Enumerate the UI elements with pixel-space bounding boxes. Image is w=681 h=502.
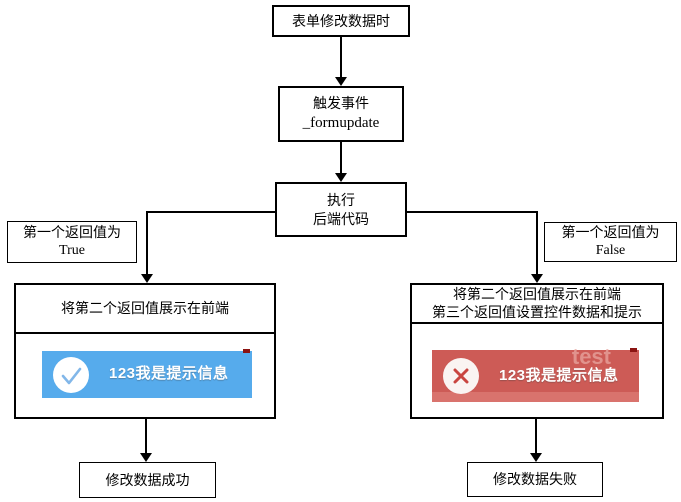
edge-execute-right-horizontal xyxy=(407,211,537,213)
condition-true-label: 第一个返回值为 True xyxy=(7,221,137,263)
condition-false-line1: 第一个返回值为 xyxy=(561,224,660,241)
branch-false-header: 将第二个返回值展示在前端 第三个返回值设置控件数据和提示 xyxy=(412,285,662,324)
success-node-label: 修改数据成功 xyxy=(105,471,190,488)
arrowhead-fail xyxy=(530,453,542,462)
edge-start-trigger xyxy=(340,37,342,78)
condition-true-line1: 第一个返回值为 xyxy=(23,224,121,241)
edge-execute-right-vertical xyxy=(536,211,538,275)
arrowhead-trigger xyxy=(335,77,347,86)
fail-node: 修改数据失败 xyxy=(467,462,603,497)
start-node: 表单修改数据时 xyxy=(272,5,410,37)
condition-false-line2: False xyxy=(595,243,626,258)
execute-node-line2: 后端代码 xyxy=(313,210,369,227)
error-toast-message: 123我是提示信息 xyxy=(499,366,619,384)
branch-true-body: 123我是提示信息 xyxy=(16,334,274,417)
fail-node-label: 修改数据失败 xyxy=(493,471,577,488)
edge-trigger-execute xyxy=(340,142,342,174)
branch-false-node: 将第二个返回值展示在前端 第三个返回值设置控件数据和提示 test 123我是提… xyxy=(410,283,664,419)
check-circle-icon xyxy=(53,356,89,393)
edge-branch-true-success xyxy=(145,419,147,454)
execute-node-line1: 执行 xyxy=(327,191,355,208)
toast-corner-mark xyxy=(630,348,637,352)
success-toast: 123我是提示信息 xyxy=(42,349,252,398)
arrowhead-branch-false xyxy=(531,274,543,283)
arrowhead-execute xyxy=(335,173,347,182)
branch-true-header: 将第二个返回值展示在前端 xyxy=(16,285,274,334)
error-toast: test 123我是提示信息 xyxy=(432,346,639,402)
trigger-node: 触发事件 _formupdate xyxy=(278,86,404,142)
watermark-text: test xyxy=(571,344,611,369)
toast-bottom-band xyxy=(432,392,639,402)
arrowhead-branch-true xyxy=(141,274,153,283)
branch-false-header-line2: 第三个返回值设置控件数据和提示 xyxy=(432,303,642,320)
condition-false-label: 第一个返回值为 False xyxy=(544,222,677,262)
edge-execute-left-horizontal xyxy=(147,211,275,213)
branch-false-header-line1: 将第二个返回值展示在前端 xyxy=(453,286,621,302)
success-node: 修改数据成功 xyxy=(79,462,216,498)
trigger-node-line2: _formupdate xyxy=(302,115,380,132)
edge-branch-false-fail xyxy=(535,419,537,454)
edge-execute-left-vertical xyxy=(146,211,148,275)
branch-true-header-text: 将第二个返回值展示在前端 xyxy=(61,300,229,317)
branch-false-body: test 123我是提示信息 xyxy=(412,324,662,417)
trigger-node-line1: 触发事件 xyxy=(313,95,369,112)
cross-circle-icon xyxy=(443,358,479,394)
condition-true-line2: True xyxy=(59,243,85,258)
branch-true-node: 将第二个返回值展示在前端 123我是提示信息 xyxy=(14,283,276,419)
arrowhead-success xyxy=(140,453,152,462)
toast-corner-mark xyxy=(243,349,250,353)
start-node-label: 表单修改数据时 xyxy=(292,12,390,29)
execute-node: 执行 后端代码 xyxy=(275,182,407,237)
success-toast-message: 123我是提示信息 xyxy=(109,365,229,383)
